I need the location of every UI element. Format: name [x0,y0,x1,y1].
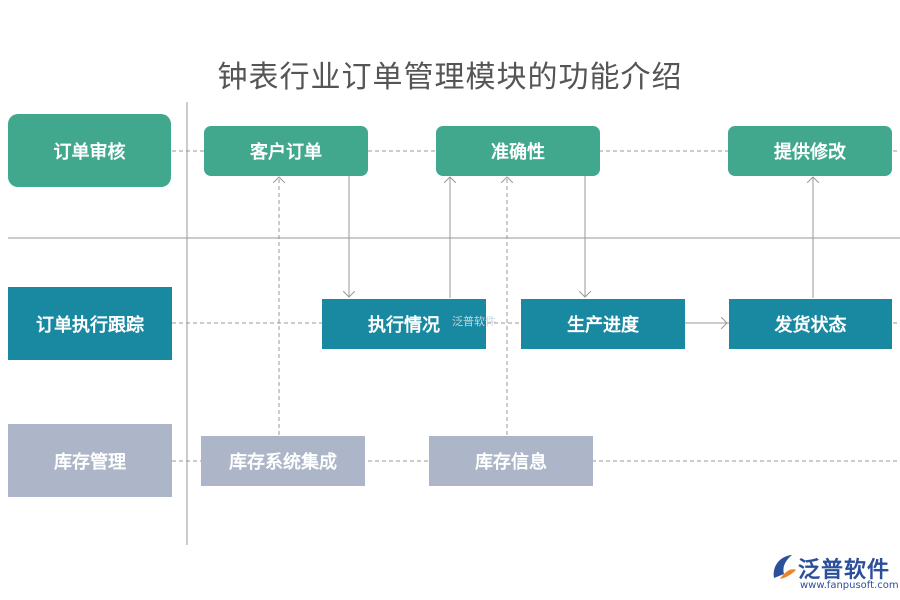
diagram-title: 钟表行业订单管理模块的功能介绍 [217,60,683,95]
watermark-text: 泛普软件 [452,315,496,328]
row-header-review: 订单审核 [8,114,171,187]
brand-url: www.fanpusoft.com [800,580,899,591]
brand-logo-icon [773,555,796,579]
node-customer-order: 客户订单 [204,126,368,176]
row-header-inventory: 库存管理 [8,424,172,497]
node-delivery: 发货状态 [729,299,892,349]
node-execution: 执行情况 [322,299,486,349]
node-provide-changes: 提供修改 [728,126,892,176]
node-production: 生产进度 [521,299,685,349]
row-header-tracking: 订单执行跟踪 [8,287,172,360]
brand-logo: 泛普软件 www.fanpusoft.com [770,550,899,595]
node-inventory-integration: 库存系统集成 [201,436,365,486]
brand-name: 泛普软件 [798,558,891,583]
node-inventory-info: 库存信息 [429,436,593,486]
node-accuracy: 准确性 [436,126,600,176]
